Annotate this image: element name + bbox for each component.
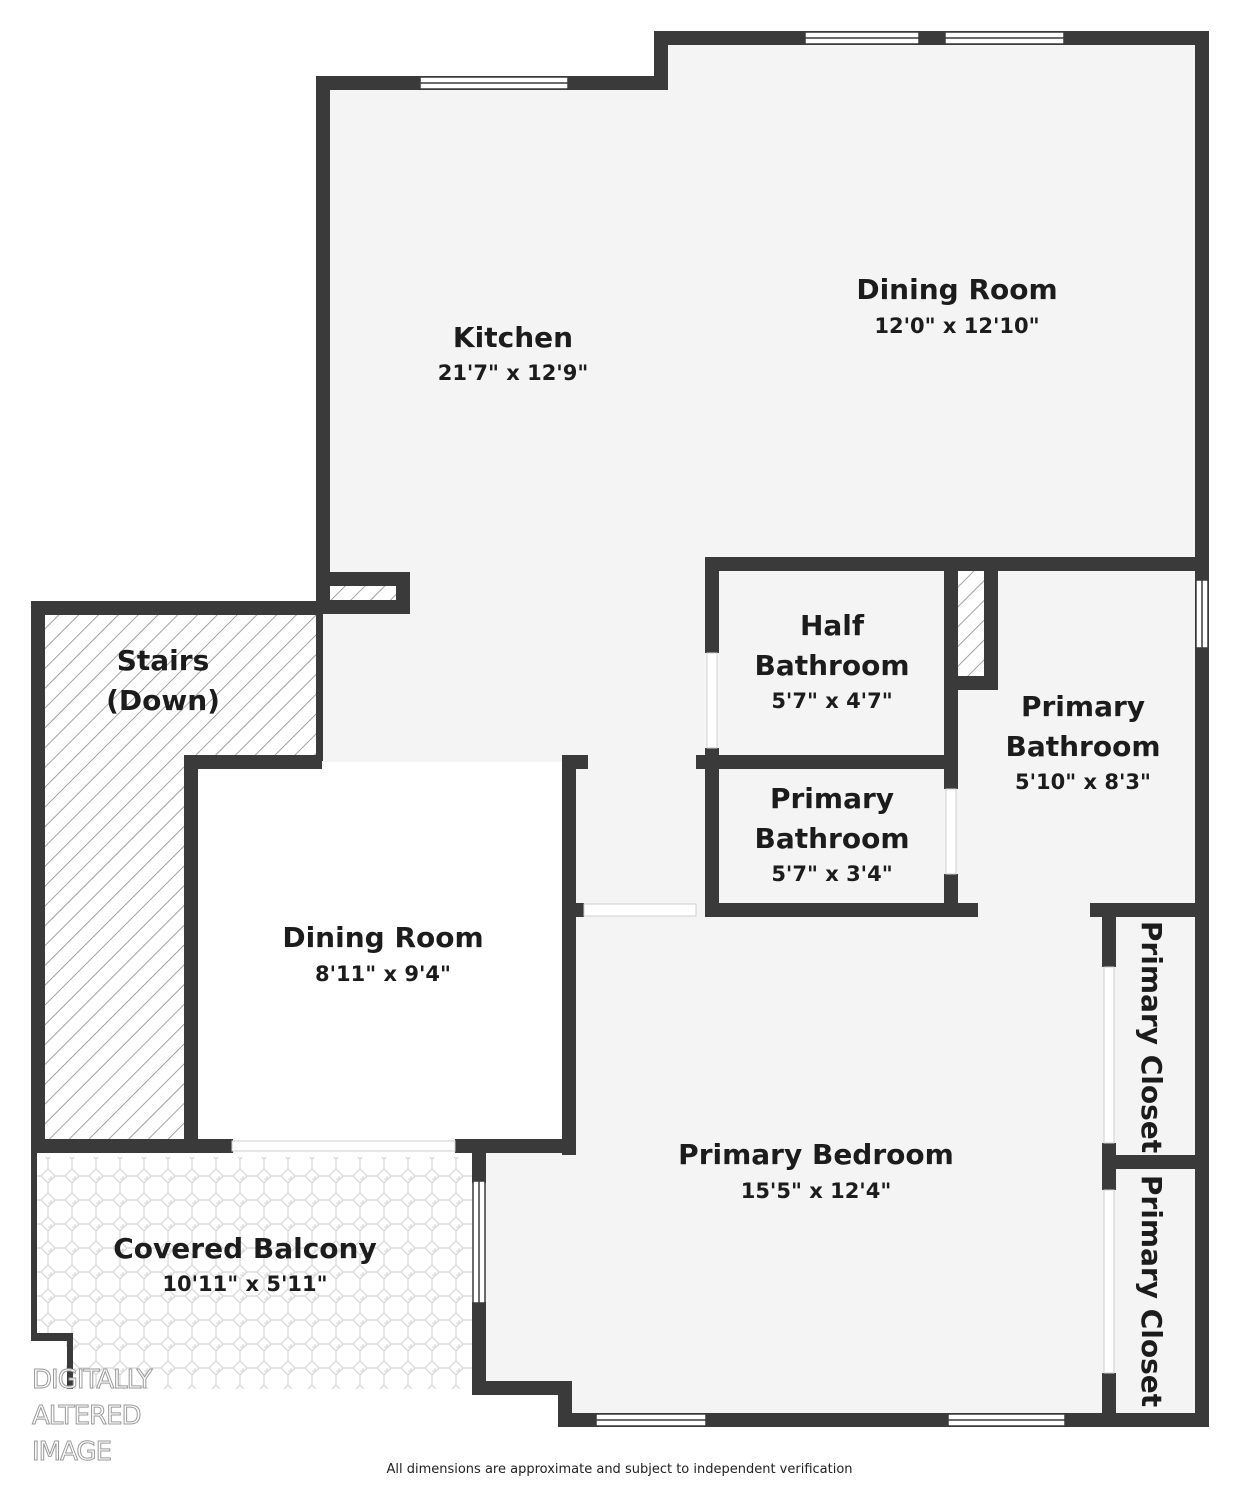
room-primary-bathroom-large: Primary Bathroom 5'10" x 8'3" <box>1005 690 1160 794</box>
chase-bathroom <box>958 570 986 676</box>
closet-lower-name: Primary Closet <box>1135 1175 1168 1407</box>
room-primary-closet-lower: Primary Closet <box>1135 1175 1168 1407</box>
stairs-area <box>40 610 318 1143</box>
primary-bath-small-dims: 5'7" x 3'4" <box>771 862 892 886</box>
disclaimer-text: All dimensions are approximate and subje… <box>386 1462 853 1477</box>
room-dining-main: Dining Room 12'0" x 12'10" <box>856 273 1057 338</box>
watermark-line-3: IMAGE <box>32 1437 113 1468</box>
kitchen-name: Kitchen <box>453 321 573 354</box>
room-covered-balcony: Covered Balcony 10'11" x 5'11" <box>113 1232 376 1296</box>
primary-bath-large-name-2: Bathroom <box>1005 730 1160 763</box>
balcony-dims: 10'11" x 5'11" <box>162 1272 327 1296</box>
room-kitchen: Kitchen 21'7" x 12'9" <box>438 321 589 385</box>
watermark-line-1: DIGITALLY <box>32 1365 154 1396</box>
room-dining-small: Dining Room 8'11" x 9'4" <box>282 921 483 986</box>
stairs-name-1: Stairs <box>117 644 210 677</box>
balcony-floor <box>24 1157 472 1396</box>
dining-small-dims: 8'11" x 9'4" <box>315 962 451 986</box>
dining-main-name: Dining Room <box>856 273 1057 306</box>
kitchen-dims: 21'7" x 12'9" <box>438 361 589 385</box>
half-bath-name-2: Bathroom <box>754 649 909 682</box>
chase-kitchen <box>330 585 398 602</box>
half-bath-name-1: Half <box>800 609 865 642</box>
room-primary-bathroom-small: Primary Bathroom 5'7" x 3'4" <box>754 782 909 886</box>
primary-bath-small-name-1: Primary <box>770 782 894 815</box>
balcony-name: Covered Balcony <box>113 1232 376 1265</box>
windows <box>419 31 1209 1427</box>
stairs-name-2: (Down) <box>106 684 220 717</box>
room-stairs: Stairs (Down) <box>106 644 220 717</box>
room-primary-bedroom: Primary Bedroom 15'5" x 12'4" <box>678 1138 954 1203</box>
dining-main-dims: 12'0" x 12'10" <box>874 314 1039 338</box>
closet-upper-name: Primary Closet <box>1135 921 1168 1153</box>
dining-small-name: Dining Room <box>282 921 483 954</box>
bedroom-dims: 15'5" x 12'4" <box>741 1179 892 1203</box>
room-half-bathroom: Half Bathroom 5'7" x 4'7" <box>754 609 909 713</box>
room-primary-closet-upper: Primary Closet <box>1135 921 1168 1153</box>
floor-area <box>40 38 1202 1420</box>
half-bath-dims: 5'7" x 4'7" <box>771 689 892 713</box>
primary-bath-large-name-1: Primary <box>1021 690 1145 723</box>
door-openings <box>231 652 1115 1374</box>
walls <box>31 31 1209 1427</box>
digitally-altered-watermark: DIGITALLY ALTERED IMAGE <box>32 1362 154 1470</box>
primary-bath-large-dims: 5'10" x 8'3" <box>1015 770 1151 794</box>
watermark-line-2: ALTERED <box>32 1401 143 1432</box>
bedroom-name: Primary Bedroom <box>678 1138 954 1171</box>
primary-bath-small-name-2: Bathroom <box>754 822 909 855</box>
